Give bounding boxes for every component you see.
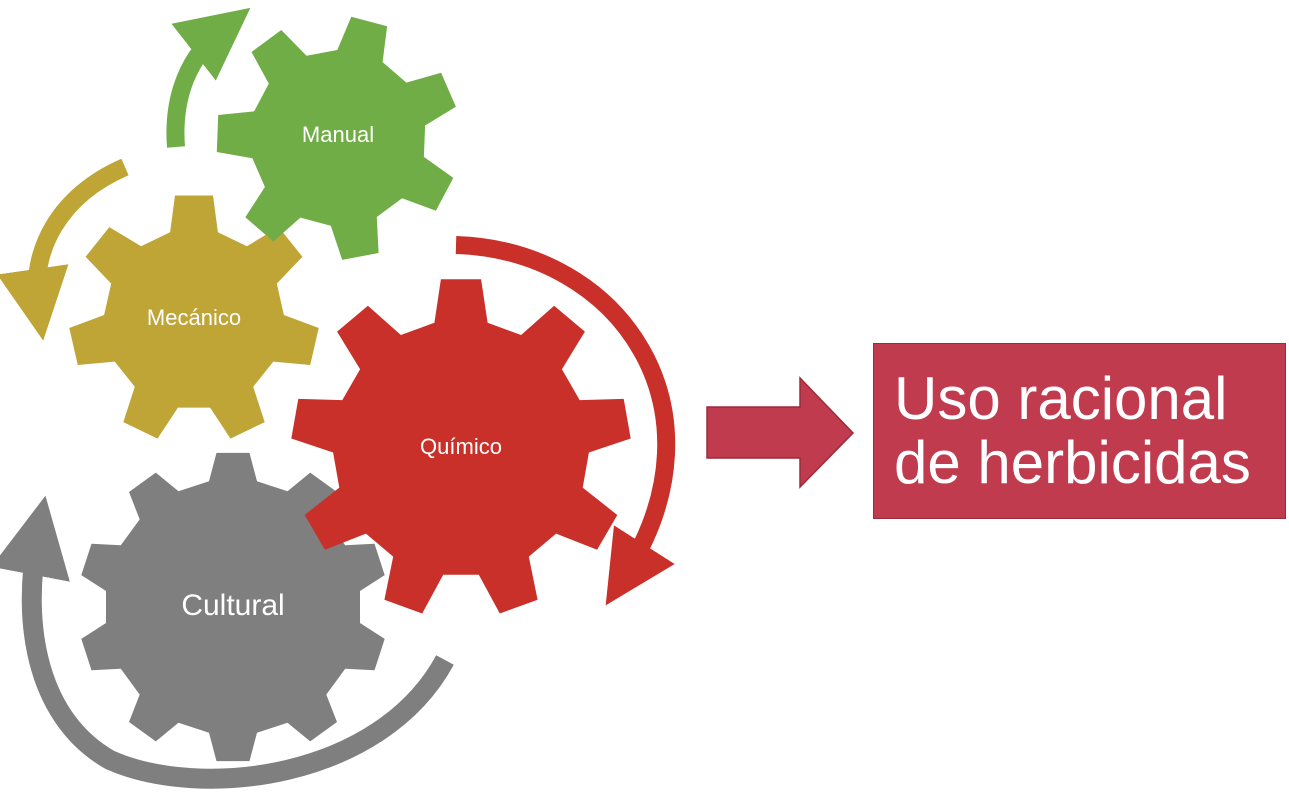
- cultural-rotation-arrow: [0, 495, 454, 789]
- manual-rotation-arrow: [166, 7, 251, 148]
- quimico-rotation-arrow: [455, 236, 675, 606]
- cultural-gear: [81, 452, 385, 762]
- manual-gear: [216, 16, 456, 260]
- quimico-gear: [291, 279, 631, 614]
- result-text: Uso racional de herbicidas: [894, 367, 1251, 495]
- result-box: Uso racional de herbicidas: [873, 343, 1286, 519]
- mecanico-label: Mecánico: [147, 305, 241, 330]
- right-block-arrow: [706, 376, 855, 489]
- manual-label: Manual: [302, 122, 374, 147]
- result-line-1: Uso racional: [894, 365, 1228, 432]
- result-line-2: de herbicidas: [894, 429, 1251, 496]
- quimico-label: Químico: [420, 434, 502, 459]
- mecanico-rotation-arrow: [0, 158, 129, 341]
- mecanico-gear: [69, 195, 319, 439]
- cultural-label: Cultural: [181, 589, 284, 622]
